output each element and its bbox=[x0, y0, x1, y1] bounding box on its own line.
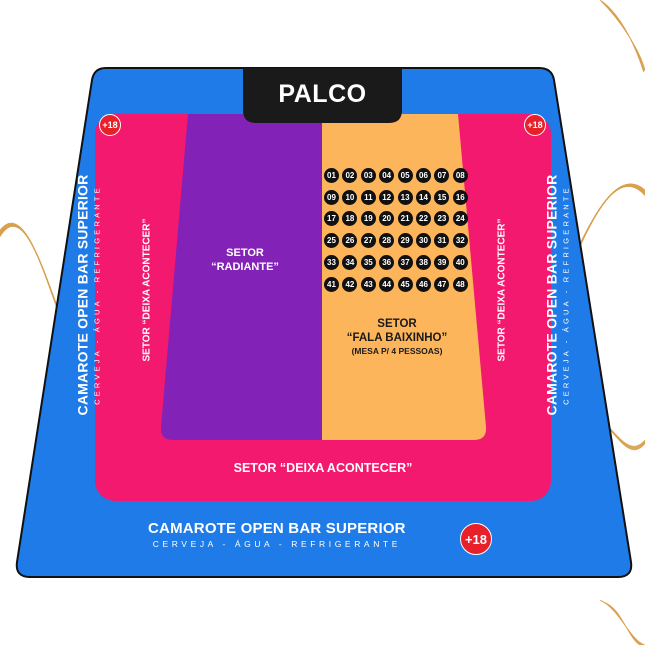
table-marker[interactable]: 32 bbox=[452, 233, 468, 249]
table-marker[interactable]: 31 bbox=[434, 233, 450, 249]
radiante-label: SETOR “RADIANTE” bbox=[180, 246, 310, 274]
table-marker[interactable]: 02 bbox=[342, 168, 358, 183]
camarote-subtitle: CERVEJA - ÁGUA - REFRIGERANTE bbox=[92, 185, 102, 405]
table-marker[interactable]: 16 bbox=[452, 189, 468, 205]
table-marker[interactable]: 33 bbox=[324, 254, 339, 270]
camarote-label-bottom: CAMAROTE OPEN BAR SUPERIOR CERVEJA - ÁGU… bbox=[148, 520, 406, 549]
table-marker[interactable]: 45 bbox=[397, 276, 413, 292]
table-marker[interactable]: 06 bbox=[416, 168, 431, 183]
table-marker[interactable]: 35 bbox=[360, 254, 376, 270]
table-marker[interactable]: 09 bbox=[324, 189, 339, 205]
table-marker[interactable]: 41 bbox=[324, 276, 339, 292]
table-marker[interactable]: 07 bbox=[434, 168, 450, 183]
camarote-subtitle: CERVEJA - ÁGUA - REFRIGERANTE bbox=[152, 539, 402, 549]
table-marker[interactable]: 11 bbox=[360, 189, 376, 205]
age-restriction-badge-left: +18 bbox=[99, 114, 121, 136]
table-marker[interactable]: 47 bbox=[434, 276, 450, 292]
table-marker[interactable]: 46 bbox=[416, 276, 431, 292]
camarote-label-left: CAMAROTE OPEN BAR SUPERIOR CERVEJA - ÁGU… bbox=[75, 175, 102, 416]
stage-label: PALCO bbox=[278, 80, 367, 108]
table-marker[interactable]: 15 bbox=[434, 189, 450, 205]
camarote-title: CAMAROTE OPEN BAR SUPERIOR bbox=[543, 174, 560, 416]
table-marker[interactable]: 26 bbox=[342, 233, 358, 249]
deixa-acontecer-label-left: SETOR “DEIXA ACONTECER” bbox=[141, 218, 153, 362]
deixa-acontecer-label-bottom: SETOR “DEIXA ACONTECER” bbox=[233, 461, 413, 475]
table-marker[interactable]: 25 bbox=[324, 233, 339, 249]
table-marker[interactable]: 12 bbox=[379, 189, 395, 205]
table-marker[interactable]: 29 bbox=[397, 233, 413, 249]
table-marker[interactable]: 28 bbox=[379, 233, 395, 249]
fala-baixinho-label-line1: SETOR bbox=[377, 318, 417, 330]
table-marker[interactable]: 08 bbox=[452, 168, 468, 183]
table-marker[interactable]: 01 bbox=[324, 168, 339, 183]
table-marker[interactable]: 34 bbox=[342, 254, 358, 270]
table-marker[interactable]: 21 bbox=[397, 211, 413, 227]
table-marker[interactable]: 24 bbox=[452, 211, 468, 227]
fala-baixinho-label-line2: “FALA BAIXINHO” bbox=[346, 332, 448, 344]
table-marker[interactable]: 10 bbox=[342, 189, 358, 205]
table-marker[interactable]: 19 bbox=[360, 211, 376, 227]
table-marker[interactable]: 13 bbox=[397, 189, 413, 205]
fala-baixinho-label: SETOR “FALA BAIXINHO” (MESA P/ 4 PESSOAS… bbox=[322, 317, 472, 357]
table-marker[interactable]: 38 bbox=[416, 254, 431, 270]
table-marker[interactable]: 37 bbox=[397, 254, 413, 270]
table-marker[interactable]: 05 bbox=[397, 168, 413, 183]
table-marker[interactable]: 43 bbox=[360, 276, 376, 292]
deixa-acontecer-label-right: SETOR “DEIXA ACONTECER” bbox=[496, 218, 508, 362]
table-marker[interactable]: 36 bbox=[379, 254, 395, 270]
table-marker[interactable]: 40 bbox=[452, 254, 468, 270]
table-marker[interactable]: 17 bbox=[324, 211, 339, 227]
table-marker[interactable]: 04 bbox=[379, 168, 395, 183]
camarote-title: CAMAROTE OPEN BAR SUPERIOR bbox=[74, 174, 91, 416]
camarote-label-right: CAMAROTE OPEN BAR SUPERIOR CERVEJA - ÁGU… bbox=[544, 175, 571, 416]
table-marker[interactable]: 14 bbox=[416, 189, 431, 205]
table-marker[interactable]: 30 bbox=[416, 233, 431, 249]
table-marker[interactable]: 44 bbox=[379, 276, 395, 292]
age-restriction-badge-bottom: +18 bbox=[460, 523, 492, 555]
table-marker[interactable]: 42 bbox=[342, 276, 358, 292]
table-marker[interactable]: 03 bbox=[360, 168, 376, 183]
table-marker[interactable]: 48 bbox=[452, 276, 468, 292]
fala-baixinho-note: (MESA P/ 4 PESSOAS) bbox=[351, 346, 443, 356]
camarote-subtitle: CERVEJA - ÁGUA - REFRIGERANTE bbox=[561, 185, 571, 405]
table-marker[interactable]: 18 bbox=[342, 211, 358, 227]
table-marker[interactable]: 22 bbox=[416, 211, 431, 227]
table-marker[interactable]: 27 bbox=[360, 233, 376, 249]
radiante-label-line2: “RADIANTE” bbox=[211, 261, 279, 273]
age-restriction-badge-right: +18 bbox=[524, 114, 546, 136]
stage-shape bbox=[243, 68, 402, 123]
camarote-title: CAMAROTE OPEN BAR SUPERIOR bbox=[148, 520, 406, 537]
table-marker[interactable]: 20 bbox=[379, 211, 395, 227]
radiante-zone[interactable] bbox=[160, 114, 322, 440]
table-marker[interactable]: 23 bbox=[434, 211, 450, 227]
radiante-label-line1: SETOR bbox=[226, 247, 264, 259]
table-marker[interactable]: 39 bbox=[434, 254, 450, 270]
